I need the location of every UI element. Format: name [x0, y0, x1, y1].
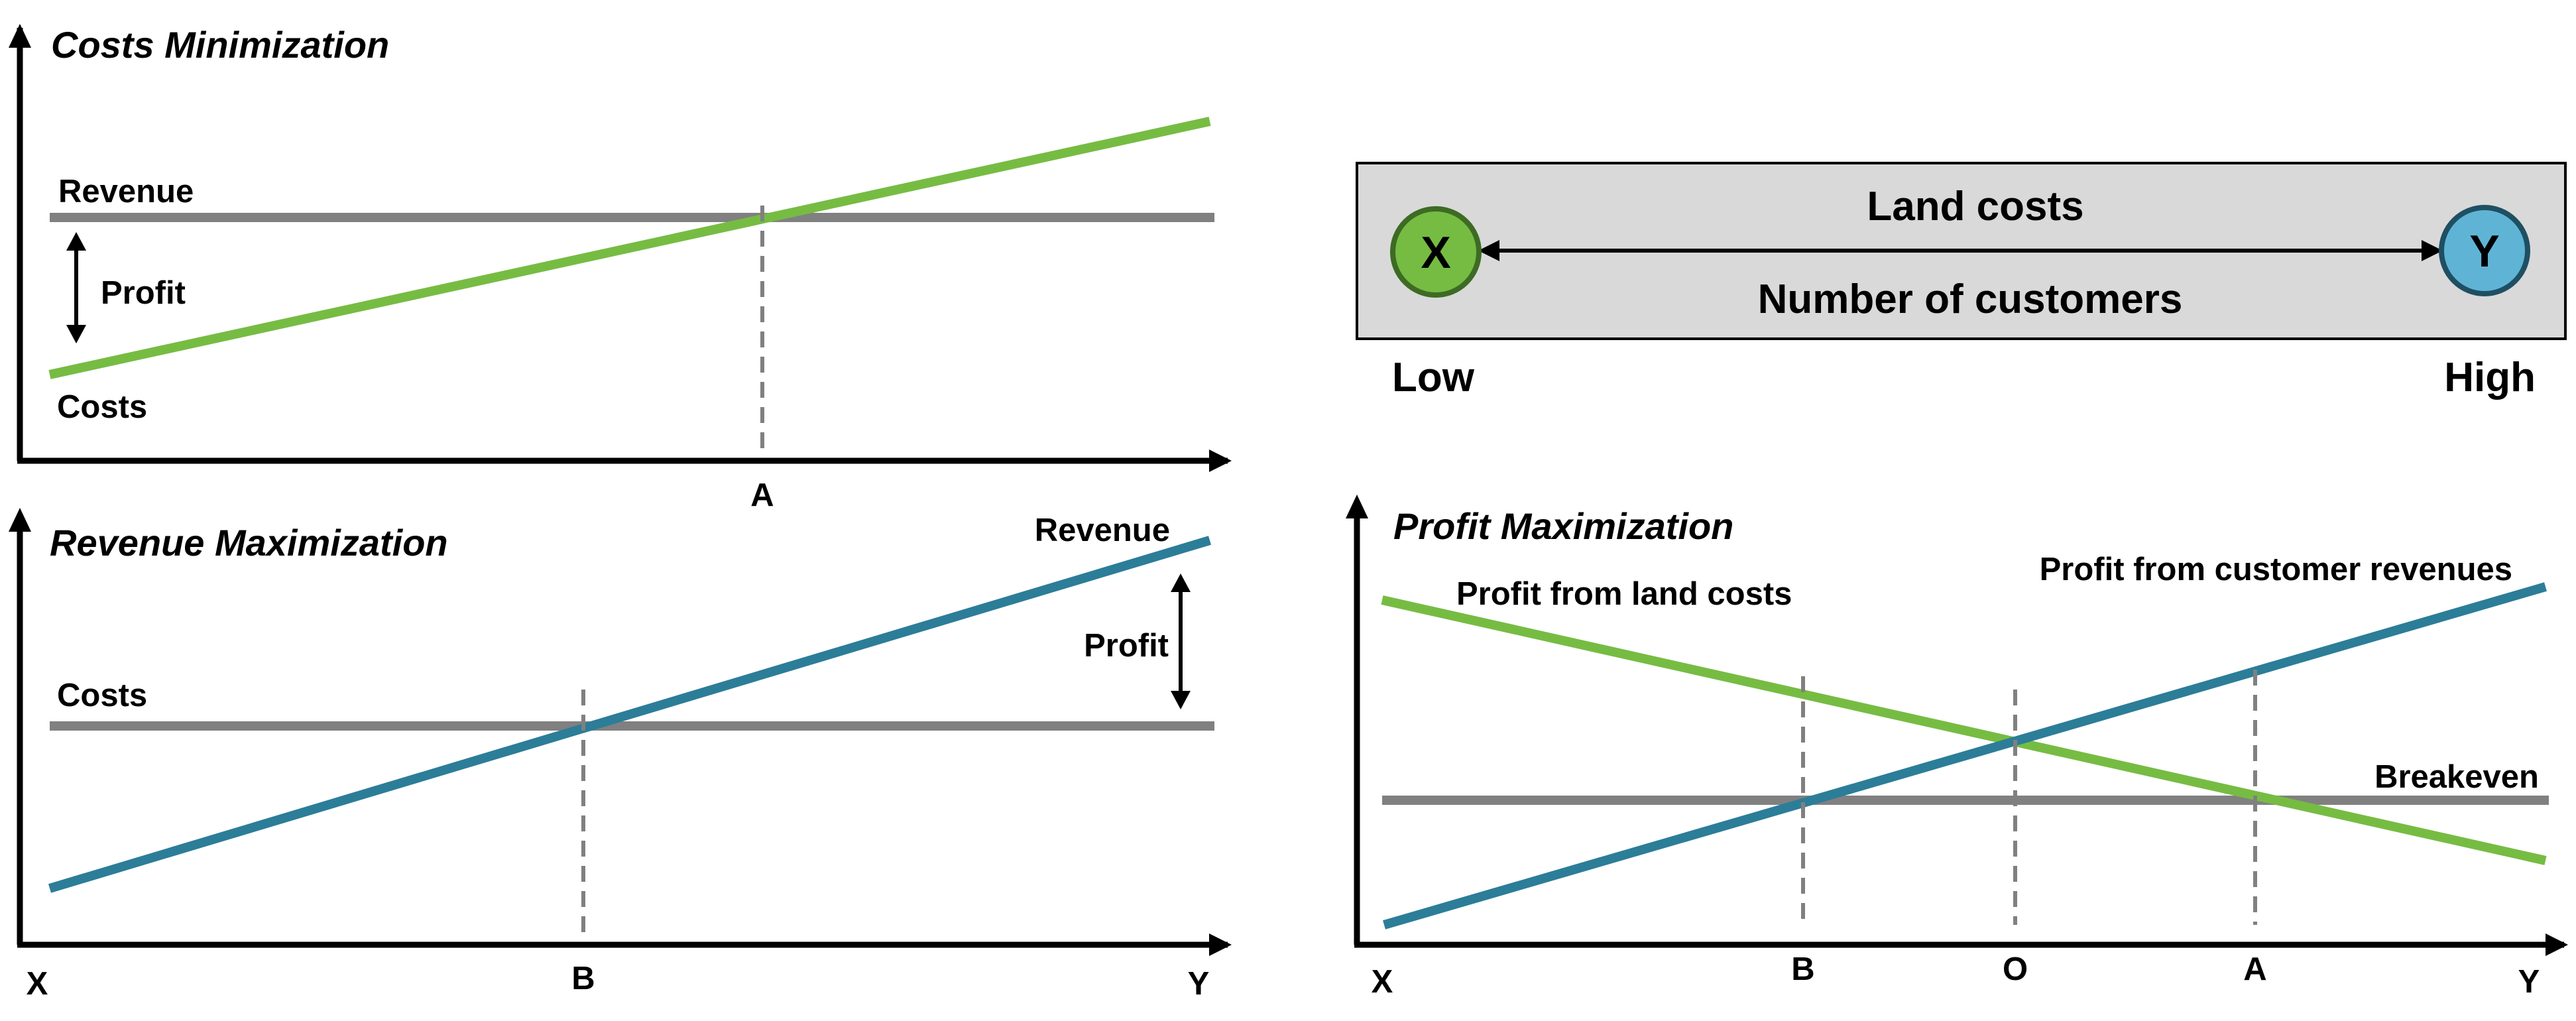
customer-revenues-profit-line — [1383, 582, 2547, 930]
y-label: Y — [2518, 964, 2540, 1000]
profit-maximization-panel: Profit Maximization Profit from land cos… — [1346, 495, 2568, 1000]
point-b-label: B — [1791, 951, 1814, 987]
y-circle-label: Y — [2469, 226, 2499, 276]
costs-minimization-panel: Costs Minimization Revenue Profit Costs … — [9, 24, 1232, 513]
legend-arrow-left-head — [1478, 240, 1499, 261]
x-axis-arrowhead — [1209, 450, 1232, 472]
x-label: X — [27, 966, 48, 1002]
point-a-label: A — [750, 477, 774, 513]
point-a-label: A — [2243, 951, 2266, 987]
customer-revenues-label: Profit from customer revenues — [2040, 552, 2512, 587]
legend-arrow-right-head — [2422, 240, 2443, 261]
x-circle-icon — [1390, 206, 1482, 298]
profit-arrow-up-head — [66, 232, 86, 251]
x-label: X — [1372, 964, 1393, 1000]
costs-label: Costs — [57, 678, 147, 713]
x-axis-arrowhead — [2546, 933, 2568, 956]
profit-arrow-up-head — [1171, 573, 1191, 592]
revenue-label: Revenue — [1035, 512, 1170, 548]
y-axis-arrowhead — [9, 24, 31, 48]
y-label: Y — [1188, 966, 1210, 1002]
revenue-line — [48, 536, 1212, 893]
land-costs-label: Profit from land costs — [1456, 576, 1792, 612]
y-circle-icon — [2439, 205, 2530, 296]
profit-label: Profit — [1084, 628, 1169, 664]
number-of-customers-label: Number of customers — [1758, 276, 2183, 322]
revenue-maximization-panel: Revenue Maximization Revenue Profit Cost… — [9, 508, 1232, 1002]
land-costs-label: Land costs — [1867, 184, 2083, 229]
costs-line — [48, 117, 1211, 379]
chart-title: Profit Maximization — [1393, 505, 1733, 547]
profit-arrow-down-head — [1171, 691, 1191, 709]
point-b-label: B — [571, 961, 595, 996]
low-label: Low — [1392, 355, 1475, 400]
x-axis-arrowhead — [1209, 933, 1232, 956]
profit-arrow-down-head — [66, 325, 86, 343]
y-axis-arrowhead — [1346, 495, 1368, 518]
legend-panel: X Y Land costs Number of customers Low H… — [1356, 162, 2567, 400]
land-costs-profit-line — [1381, 595, 2547, 865]
costs-label: Costs — [57, 389, 147, 425]
revenue-label: Revenue — [58, 174, 194, 210]
breakeven-label: Breakeven — [2374, 759, 2539, 795]
x-circle-label: X — [1421, 227, 1450, 278]
high-label: High — [2444, 355, 2536, 400]
chart-title: Revenue Maximization — [50, 522, 448, 564]
chart-title: Costs Minimization — [51, 24, 389, 66]
y-axis-arrowhead — [9, 508, 31, 532]
point-o-label: O — [2003, 951, 2028, 987]
profit-label: Profit — [101, 275, 186, 311]
